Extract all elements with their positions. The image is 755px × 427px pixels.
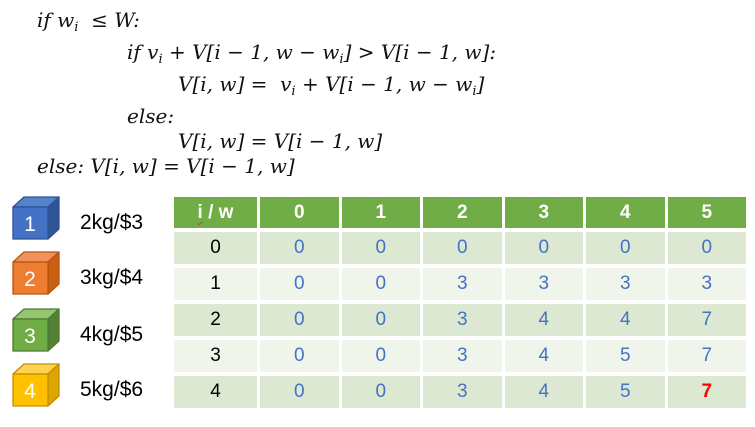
table-cell-r3-c4: 5 — [586, 340, 665, 372]
table-col-header-2: 2 — [423, 197, 502, 228]
pseudocode-line: V[i, w] = vi + V[i − 1, w − wi] — [178, 72, 496, 104]
cube-icon: 4 — [12, 363, 60, 407]
items-legend: 1 2kg/$3 2 3kg/$4 3 4kg/$5 4 5kg/$6 — [0, 0, 175, 427]
table-row-header-2: 2 — [174, 304, 257, 336]
cube-icon: 1 — [12, 196, 60, 240]
table-row-header-0: 0 — [174, 232, 257, 264]
table-row-header-4: 4 — [174, 376, 257, 408]
pseudocode: if wi ≤ W:if vi + V[i − 1, w − wi] > V[i… — [37, 8, 496, 179]
item-3: 3 4kg/$5 — [12, 308, 143, 354]
table-cell-r2-c4: 4 — [586, 304, 665, 336]
table-cell-r3-c3: 4 — [504, 340, 583, 372]
table-col-header-1: 1 — [341, 197, 420, 228]
code-text: ] — [476, 72, 485, 96]
table-cell-r2-c0: 0 — [260, 304, 339, 336]
table-col-header-0: 0 — [260, 197, 339, 228]
table-cell-r3-c1: 0 — [341, 340, 420, 372]
code-text: else: — [127, 104, 175, 128]
cube-number: 4 — [24, 380, 36, 403]
table-cell-r4-c4: 5 — [586, 376, 665, 408]
table-row-header-1: 1 — [174, 268, 257, 300]
subscript-i: i — [74, 20, 79, 35]
item-1: 1 2kg/$3 — [12, 196, 143, 242]
subscript-i: i — [472, 84, 477, 99]
table-cell-r2-c2: 3 — [423, 304, 502, 336]
code-text: if w — [37, 8, 75, 32]
table-cell-r1-c4: 3 — [586, 268, 665, 300]
code-text: ≤ W: — [78, 8, 140, 32]
table-corner-header: i / w — [174, 197, 257, 228]
table-cell-r4-c0: 0 — [260, 376, 339, 408]
code-text: ] > V[i − 1, w]: — [343, 40, 497, 64]
table-col-header-5: 5 — [667, 197, 746, 228]
table-cell-r1-c1: 0 — [341, 268, 420, 300]
pseudocode-line: V[i, w] = V[i − 1, w] — [178, 129, 496, 154]
table-cell-r2-c5: 7 — [667, 304, 746, 336]
header-i-label: i — [197, 201, 203, 223]
table-cell-r3-c2: 3 — [423, 340, 502, 372]
table-cell-r3-c0: 0 — [260, 340, 339, 372]
table-cell-r4-c2: 3 — [423, 376, 502, 408]
table-cell-r0-c1: 0 — [341, 232, 420, 264]
code-text: if v — [127, 40, 159, 64]
item-weight-value-label: 3kg/$4 — [80, 266, 144, 289]
cube-front-face — [12, 206, 49, 240]
pseudocode-line: else: — [127, 104, 496, 129]
cube-number: 1 — [24, 213, 36, 236]
subscript-i: i — [291, 84, 296, 99]
table-cell-r1-c5: 3 — [667, 268, 746, 300]
table-cell-r0-c2: 0 — [423, 232, 502, 264]
cube-front-face — [12, 261, 49, 295]
code-text: V[i, w] = v — [178, 72, 292, 96]
cube-icon: 3 — [12, 308, 60, 352]
table-col-header-4: 4 — [586, 197, 665, 228]
code-text: + V[i − 1, w − w — [162, 40, 340, 64]
item-4: 4 5kg/$6 — [12, 363, 143, 409]
item-weight-value-label: 4kg/$5 — [80, 323, 144, 346]
table-cell-r0-c5: 0 — [667, 232, 746, 264]
table-cell-r1-c2: 3 — [423, 268, 502, 300]
table-cell-r0-c3: 0 — [504, 232, 583, 264]
item-weight-value-label: 2kg/$3 — [80, 211, 144, 234]
table-cell-r0-c4: 0 — [586, 232, 665, 264]
code-text: else: V[i, w] = V[i − 1, w] — [37, 154, 295, 178]
cube-front-face — [12, 318, 49, 352]
subscript-i: i — [339, 52, 344, 67]
subscript-i: i — [158, 52, 163, 67]
table-cell-r4-c3: 4 — [504, 376, 583, 408]
cube-front-face — [12, 373, 49, 407]
table-cell-r1-c0: 0 — [260, 268, 339, 300]
table-cell-r2-c1: 0 — [341, 304, 420, 336]
cube-icon: 2 — [12, 251, 60, 295]
table-row-header-3: 3 — [174, 340, 257, 372]
table-cell-r3-c5: 7 — [667, 340, 746, 372]
cube-number: 3 — [24, 325, 36, 348]
item-weight-value-label: 5kg/$6 — [80, 378, 144, 401]
table-cell-r1-c3: 3 — [504, 268, 583, 300]
cube-number: 2 — [24, 268, 36, 291]
code-text: + V[i − 1, w − w — [295, 72, 473, 96]
table-cell-r2-c3: 4 — [504, 304, 583, 336]
item-2: 2 3kg/$4 — [12, 251, 143, 297]
table-cell-highlighted-result: 7 — [667, 376, 746, 408]
code-text: V[i, w] = V[i − 1, w] — [178, 129, 383, 153]
table-cell-r0-c0: 0 — [260, 232, 339, 264]
table-cell-r4-c1: 0 — [341, 376, 420, 408]
header-w-label: / w — [202, 201, 234, 223]
pseudocode-line: if wi ≤ W: — [37, 8, 496, 40]
pseudocode-line: if vi + V[i − 1, w − wi] > V[i − 1, w]: — [127, 40, 496, 72]
pseudocode-line: else: V[i, w] = V[i − 1, w] — [37, 154, 496, 179]
table-col-header-3: 3 — [504, 197, 583, 228]
